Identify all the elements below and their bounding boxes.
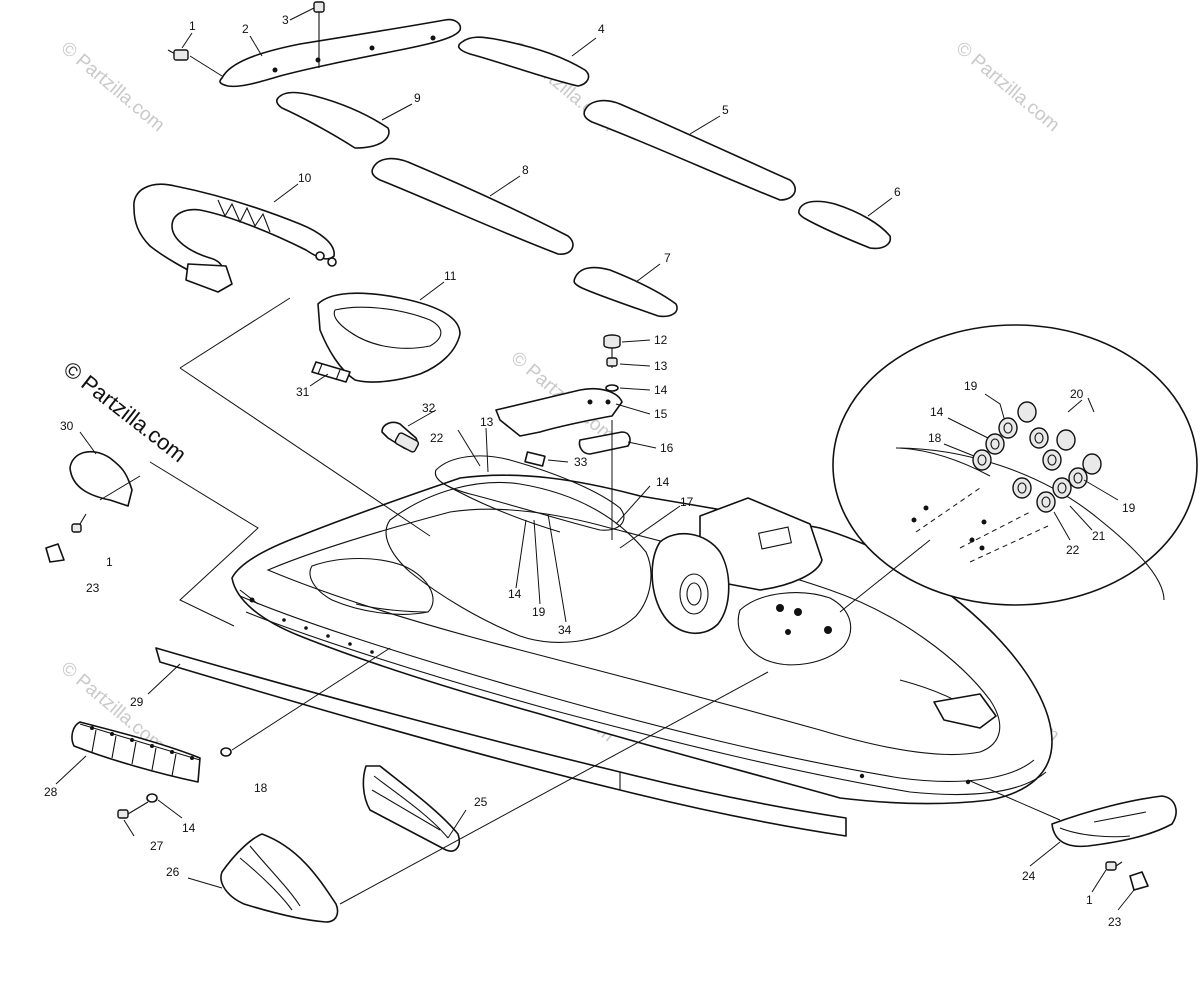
- part-1-screw-left: [71, 513, 87, 533]
- callout-6: 6: [894, 185, 901, 199]
- part-27-screw: [117, 801, 149, 819]
- callout-4: 4: [598, 22, 605, 36]
- callout-13: 13: [654, 359, 668, 373]
- callout-27: 27: [150, 839, 164, 853]
- part-31-strap: [311, 361, 351, 383]
- callout-7: 7: [664, 251, 671, 265]
- part-9-pad: [276, 91, 390, 149]
- callout-15: 15: [654, 407, 668, 421]
- part-8-long-pad: [371, 157, 574, 255]
- callout-34: 34: [558, 623, 572, 637]
- callout-23: 23: [86, 581, 100, 595]
- callout-19: 19: [1122, 501, 1136, 515]
- part-16-hinge-plate: [578, 431, 631, 455]
- callout-31: 31: [296, 385, 310, 399]
- callout-13: 13: [480, 415, 494, 429]
- brand-watermark: © Partzilla.com: [59, 356, 191, 467]
- part-32-drain-plug: [381, 421, 420, 453]
- part-30-pad: [69, 450, 133, 507]
- part-6-pad: [798, 200, 892, 250]
- callout-11: 11: [444, 269, 457, 283]
- callout-5: 5: [722, 103, 729, 117]
- part-23-cap-bottom: [1129, 871, 1149, 891]
- part-28-step-plate: [71, 721, 201, 783]
- callout-leaders: [55, 7, 1135, 911]
- callout-26: 26: [166, 865, 180, 879]
- callout-8: 8: [522, 163, 529, 177]
- part-18-washer-lower: [220, 747, 232, 757]
- part-25-panel: [362, 765, 461, 852]
- part-1-screw-bottom: [1105, 861, 1123, 871]
- callout-2: 2: [242, 22, 249, 36]
- callout-14: 14: [930, 405, 944, 419]
- part-26-footwell-cover: [220, 833, 339, 923]
- callout-22: 22: [1066, 543, 1080, 557]
- connector-lines: [99, 55, 1061, 905]
- callout-19: 19: [532, 605, 546, 619]
- callout-24: 24: [1022, 869, 1036, 883]
- watermark: © Partzilla.com: [952, 38, 1064, 136]
- part-24-nose-bumper: [1051, 795, 1177, 848]
- callout-33: 33: [574, 455, 588, 469]
- callout-30: 30: [60, 419, 74, 433]
- part-11-storage-bin: [317, 292, 461, 383]
- callout-16: 16: [660, 441, 674, 455]
- callout-14: 14: [656, 475, 670, 489]
- callout-25: 25: [474, 795, 488, 809]
- part-7-pad: [573, 266, 678, 318]
- callout-28: 28: [44, 785, 58, 799]
- callout-1: 1: [1086, 893, 1093, 907]
- hardware-detail-inset: [832, 324, 1198, 606]
- part-23-cap-left: [45, 543, 65, 563]
- part-33-decal: [524, 451, 546, 467]
- part-14-washer-lower: [146, 793, 158, 803]
- callout-29: 29: [130, 695, 144, 709]
- callout-10: 10: [298, 171, 312, 185]
- callout-21: 21: [1092, 529, 1106, 543]
- callout-23: 23: [1108, 915, 1122, 929]
- hull-deck: [231, 455, 1053, 805]
- callout-1: 1: [106, 555, 113, 569]
- part-14-washer: [605, 384, 619, 392]
- part-2-pad-plate: [219, 18, 462, 88]
- part-10-grab-handle: [133, 183, 335, 287]
- callout-19: 19: [964, 379, 978, 393]
- callout-14: 14: [654, 383, 668, 397]
- callout-labels: 1 2 3 4 5 6 7 8 9 10 11 12 13 14 15 16 3…: [44, 13, 1136, 929]
- callout-12: 12: [654, 333, 668, 347]
- callout-14: 14: [508, 587, 522, 601]
- part-1-screw-top: [167, 49, 189, 61]
- part-3-screw: [313, 1, 325, 68]
- callout-1: 1: [189, 19, 196, 33]
- callout-18: 18: [928, 431, 942, 445]
- part-13-screw: [606, 357, 618, 367]
- callout-9: 9: [414, 91, 421, 105]
- part-5-long-pad: [583, 99, 796, 201]
- part-4-pad: [457, 36, 590, 87]
- callout-18: 18: [254, 781, 268, 795]
- callout-32: 32: [422, 401, 436, 415]
- callout-22: 22: [430, 431, 444, 445]
- part-29-bumper-rail: [155, 647, 847, 837]
- part-12-cap: [603, 334, 621, 349]
- callout-3: 3: [282, 13, 289, 27]
- callout-17: 17: [680, 495, 694, 509]
- watermark: © Partzilla.com: [57, 38, 169, 136]
- callout-14: 14: [182, 821, 196, 835]
- callout-20: 20: [1070, 387, 1084, 401]
